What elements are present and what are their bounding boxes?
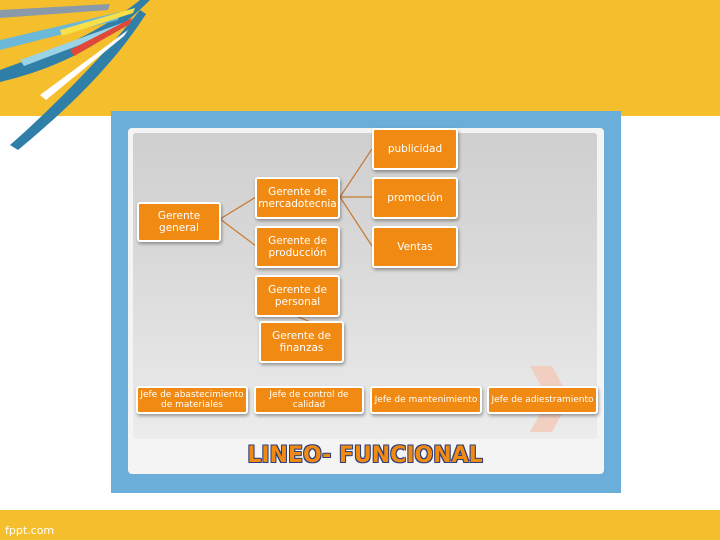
node-chief-quality: Jefe de control de calidad (254, 386, 364, 414)
node-chief-maintenance: Jefe de mantenimiento (370, 386, 482, 414)
decorative-arrows-graphic (0, 0, 150, 150)
node-chief-training: Jefe de adiestramiento (487, 386, 598, 414)
node-promotion: promoción (372, 177, 458, 219)
node-sales: Ventas (372, 226, 458, 268)
footer-brand: fppt.com (5, 524, 55, 537)
node-publicity: publicidad (372, 128, 458, 170)
bottom-banner (0, 510, 720, 540)
node-production-manager: Gerente de producción (255, 226, 340, 268)
node-chief-supplies: Jefe de abastecimiento de materiales (136, 386, 248, 414)
node-finance-manager: Gerente de finanzas (259, 321, 344, 363)
slide-title: LINEO- FUNCIONAL (247, 442, 483, 468)
node-general-manager: Gerente general (137, 202, 221, 242)
node-marketing-manager: Gerente de mercadotecnia (255, 177, 340, 219)
node-personnel-manager: Gerente de personal (255, 275, 340, 317)
